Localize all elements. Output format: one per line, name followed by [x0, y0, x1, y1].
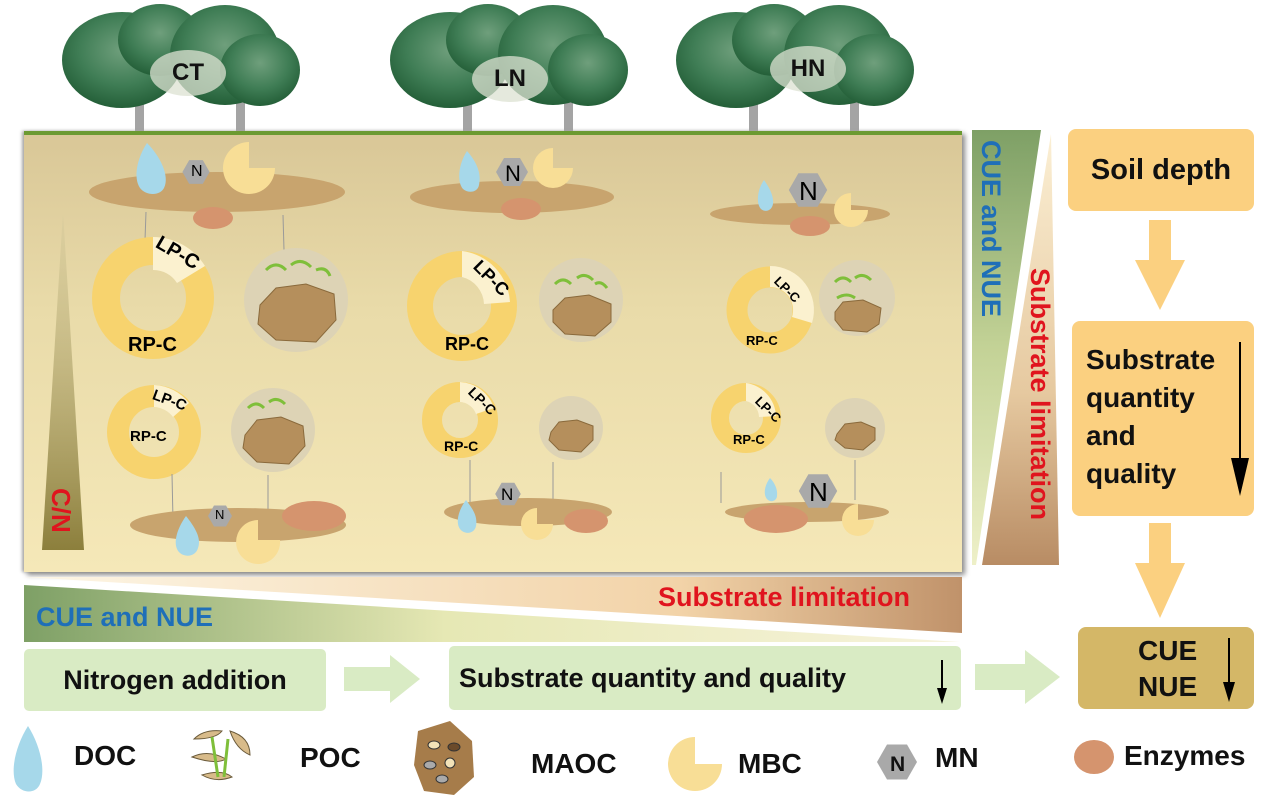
mbc-pie-icon	[236, 520, 281, 564]
soil-disk	[89, 172, 345, 212]
substrate-limitation-horizontal-gradient	[24, 577, 962, 633]
mbc-pie-icon	[521, 508, 553, 540]
rp-c-label: RP-C	[445, 334, 489, 354]
cue-nue-result-box: CUE NUE	[1078, 627, 1254, 709]
substrate-limitation-vertical-gradient	[982, 134, 1059, 565]
arrow-down-icon	[1135, 523, 1185, 618]
enzymes-oval-icon	[282, 501, 346, 531]
box-line: quantity	[1086, 382, 1195, 413]
carbon-pool-donut	[711, 383, 781, 453]
maoc-poc-aggregate	[819, 260, 895, 336]
substrate-quantity-quality-box: Substrate quantity and quality	[1072, 321, 1254, 516]
mn-label: N	[501, 485, 514, 504]
doc-drop-icon	[764, 478, 778, 502]
enzymes-oval-icon	[744, 505, 808, 533]
enzymes-oval-icon	[193, 207, 233, 229]
substrate-limitation-horizontal-label: Substrate limitation	[658, 582, 911, 612]
maoc-poc-aggregate	[539, 396, 603, 460]
soil-disk	[410, 181, 614, 213]
cue-nue-vertical-gradient	[972, 130, 1041, 565]
cue-nue-horizontal-gradient	[24, 585, 960, 642]
rp-c-label: RP-C	[746, 333, 778, 348]
box-line: Substrate	[1086, 344, 1216, 375]
mn-label: N	[191, 163, 203, 180]
rp-c-label: RP-C	[733, 432, 765, 447]
treatment-label-ln: LN	[472, 56, 548, 102]
mn-label: N	[215, 507, 225, 522]
arrow-right-icon	[344, 655, 420, 703]
arrow-down-icon	[1135, 220, 1185, 310]
box-line: CUE	[1138, 635, 1198, 666]
enzymes-oval-icon	[564, 509, 608, 533]
maoc-poc-aggregate	[231, 388, 315, 472]
legend-label-mn: MN	[935, 742, 979, 773]
mbc-pie-icon	[668, 737, 722, 791]
box-line: quality	[1086, 458, 1177, 489]
doc-drop-icon	[457, 500, 477, 533]
enzymes-oval-icon	[790, 216, 830, 236]
mn-label: N	[809, 477, 828, 507]
mbc-pie-icon	[842, 504, 874, 536]
enzymes-oval-icon	[501, 198, 541, 220]
mn-hexagon-icon	[877, 744, 917, 780]
legend-label-doc: DOC	[74, 740, 137, 771]
treatment-label-hn: HN	[770, 46, 846, 92]
carbon-pool-donut	[422, 382, 498, 458]
doc-drop-icon	[459, 151, 480, 192]
mn-label: N	[799, 176, 818, 206]
cn-ratio-label: C/N	[46, 488, 76, 533]
legend-label-enzymes: Enzymes	[1124, 740, 1246, 771]
mbc-pie-icon	[834, 193, 868, 227]
legend-label-maoc: MAOC	[531, 748, 617, 779]
cue-nue-horizontal-label: CUE and NUE	[36, 602, 214, 632]
doc-drop-icon	[13, 726, 43, 792]
carbon-pool-donut	[107, 385, 201, 479]
substrate-quantity-quality-n-box: Substrate quantity and quality	[449, 646, 961, 710]
maoc-aggregate-icon	[414, 721, 474, 795]
box-line: NUE	[1138, 671, 1198, 702]
enzymes-oval-icon	[1074, 740, 1114, 774]
arrow-right-icon	[975, 650, 1060, 704]
box-line: and	[1086, 420, 1136, 451]
treatment-label-ct: CT	[150, 50, 226, 96]
cn-gradient-wedge	[42, 212, 84, 550]
maoc-poc-aggregate	[825, 398, 885, 458]
maoc-poc-aggregate	[244, 248, 348, 352]
mbc-pie-icon	[533, 148, 573, 188]
poc-fragments-icon	[190, 730, 251, 781]
mbc-pie-icon	[223, 142, 275, 194]
carbon-pool-donut	[407, 251, 517, 361]
nitrogen-addition-box: Nitrogen addition	[24, 649, 326, 711]
rp-c-label: RP-C	[444, 438, 479, 454]
mn-label: N	[505, 161, 521, 186]
soil-depth-box: Soil depth	[1068, 129, 1254, 211]
rp-c-label: RP-C	[130, 428, 167, 445]
doc-drop-icon	[136, 143, 166, 194]
maoc-poc-aggregate	[539, 258, 623, 342]
doc-drop-icon	[175, 516, 200, 556]
substrate-limitation-vertical-label: Substrate limitation	[1025, 268, 1055, 521]
doc-drop-icon	[757, 180, 774, 211]
carbon-pool-donut	[92, 236, 214, 359]
tree-pair-hn	[676, 4, 914, 132]
legend-label-poc: POC	[300, 742, 361, 773]
rp-c-label: RP-C	[128, 334, 177, 356]
legend-label-mbc: MBC	[738, 748, 802, 779]
cue-nue-vertical-label: CUE and NUE	[976, 140, 1006, 318]
carbon-pool-donut	[726, 266, 814, 354]
